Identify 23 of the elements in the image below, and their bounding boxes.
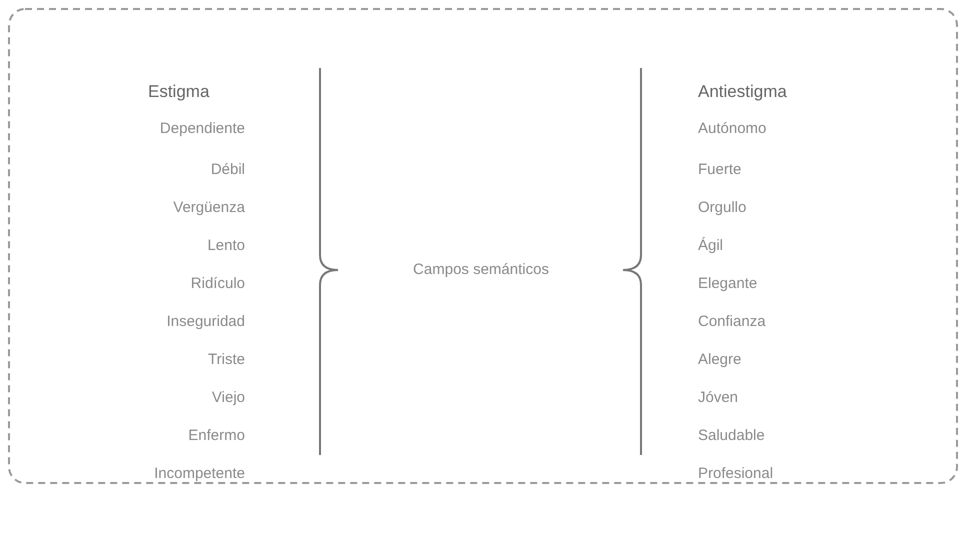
word-label: Incompetente [154,465,245,483]
word-label: Orgullo [698,199,746,217]
word-label: Ágil [698,237,724,255]
word-label: Débil [210,161,245,179]
word-label: Triste [208,351,245,369]
word-label: Autónomo [698,120,766,138]
word-label: Jóven [698,389,738,407]
word-label: Elegante [698,275,758,293]
word-label: Ridículo [190,275,245,293]
column-heading: Antiestigma [698,83,787,101]
word-label: Fuerte [698,161,742,179]
word-label: Lento [207,237,245,255]
word-label: Saludable [698,427,765,445]
word-label: Vergüenza [173,199,245,217]
word-label: Enfermo [188,427,245,445]
word-label: Dependiente [160,120,245,138]
word-label: Alegre [698,351,742,369]
word-label: Viejo [212,389,245,407]
word-label: Confianza [698,313,766,331]
center-label: Campos semánticos [413,261,549,279]
word-label: Profesional [698,465,774,483]
word-label: Inseguridad [166,313,245,331]
column-heading: Estigma [148,83,210,101]
